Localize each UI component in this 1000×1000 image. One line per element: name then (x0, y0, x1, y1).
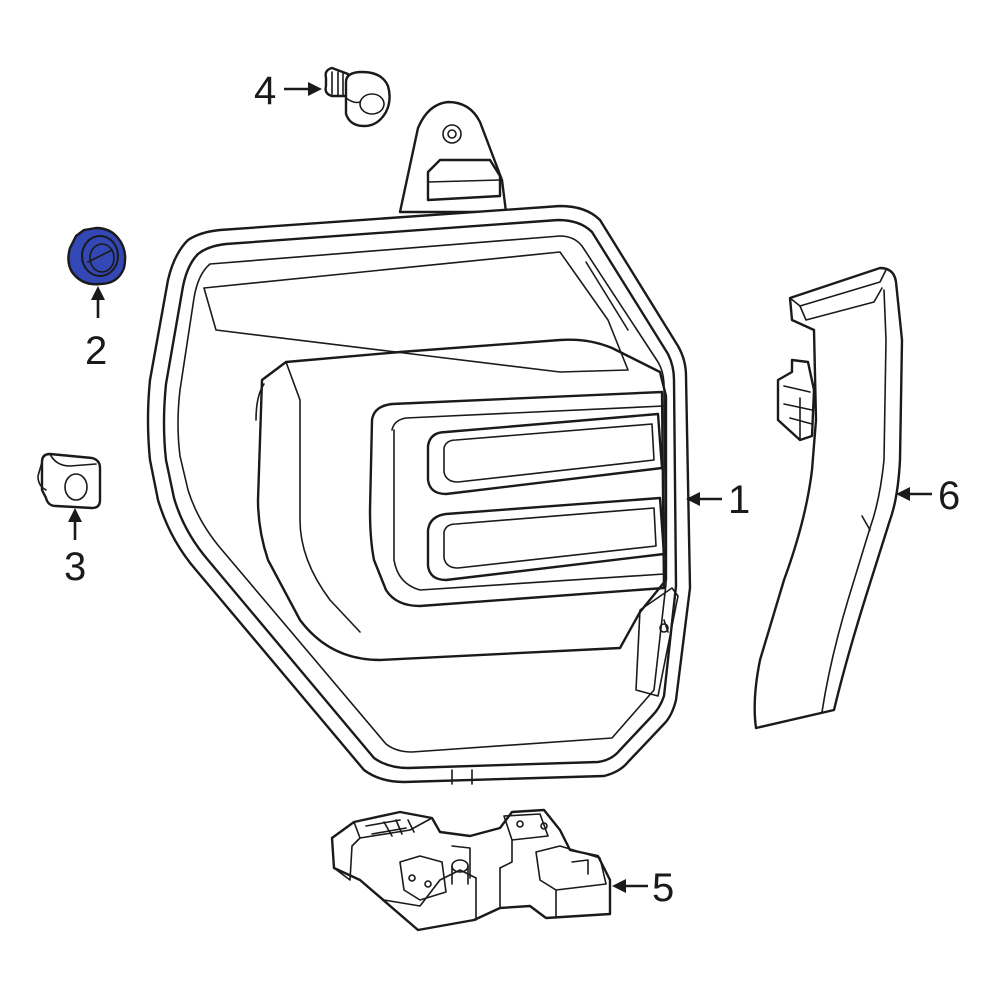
callout-5-label: 5 (652, 866, 674, 910)
seal-trim[interactable] (753, 266, 904, 730)
callout-1[interactable]: 1 (686, 478, 750, 522)
callout-4-label: 4 (254, 69, 276, 113)
callout-2-label: 2 (85, 329, 107, 373)
callout-3-label: 3 (64, 545, 86, 589)
callout-5[interactable]: 5 (612, 866, 674, 910)
retainer-clip[interactable] (67, 226, 127, 286)
bulb-socket-bracket[interactable] (330, 808, 612, 932)
callout-3[interactable]: 3 (64, 508, 86, 589)
bolt[interactable] (324, 66, 391, 128)
callout-2[interactable]: 2 (85, 286, 107, 373)
grommet[interactable] (37, 452, 102, 510)
tail-lamp-assembly[interactable] (146, 100, 692, 785)
callout-1-label: 1 (728, 478, 750, 522)
callout-6-label: 6 (938, 474, 960, 518)
callout-6[interactable]: 6 (896, 474, 960, 518)
callout-4[interactable]: 4 (254, 69, 322, 113)
